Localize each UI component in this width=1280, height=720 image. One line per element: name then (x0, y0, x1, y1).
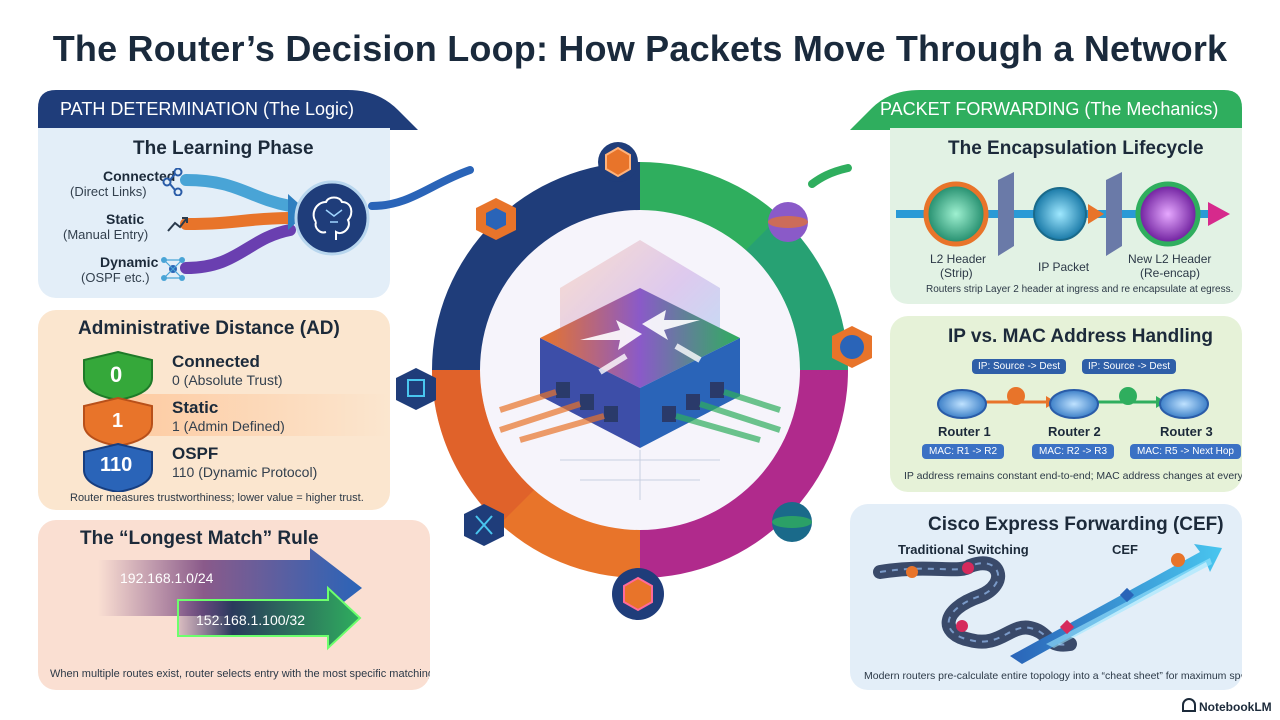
encap-stage-name: New L2 Header (1128, 252, 1212, 266)
router-icon (1159, 389, 1209, 419)
ip-packet-sphere (1033, 187, 1087, 241)
encapsulation-title: The Encapsulation Lifecycle (948, 138, 1204, 159)
administrative-distance-panel: Administrative Distance (AD) 0 1 110 Con… (38, 310, 390, 510)
longest-match-caption: When multiple routes exist, router selec… (50, 668, 430, 680)
ad-shield-icon (83, 396, 153, 446)
router-name: Router 2 (1048, 424, 1101, 439)
learning-phase-title: The Learning Phase (133, 138, 314, 159)
ad-row-name: Static (172, 398, 219, 417)
ad-row-desc: 0 (Absolute Trust) (172, 372, 283, 388)
crossed-arrows-icon (464, 504, 504, 546)
encap-gate (1106, 172, 1122, 256)
ring-segment-magenta (640, 370, 848, 578)
traditional-label: Traditional Switching (898, 542, 1029, 557)
packet-forwarding-title: PACKET FORWARDING (The Mechanics) (880, 99, 1219, 119)
encap-caption: Routers strip Layer 2 header at ingress … (926, 284, 1234, 295)
longest-match-panel: The “Longest Match” Rule 192.168.1.0/24 … (38, 520, 430, 690)
globe-icon (832, 326, 872, 368)
cef-title: Cisco Express Forwarding (CEF) (928, 514, 1224, 535)
trend-arrow-icon (167, 217, 188, 232)
packet-forwarding-header: PACKET FORWARDING (The Mechanics) (850, 90, 1242, 130)
ip-mac-panel: IP vs. MAC Address Handling IP: Source -… (890, 316, 1242, 492)
longest-match-title: The “Longest Match” Rule (80, 528, 319, 549)
ad-value: 0 (110, 362, 123, 387)
notebooklm-logo: NotebookLM (1182, 698, 1272, 714)
ip-tag: IP: Source -> Dest (972, 359, 1066, 374)
ad-caption: Router measures trustworthiness; lower v… (70, 492, 364, 504)
cube-icon (598, 142, 638, 182)
path-determination-title: PATH DETERMINATION (The Logic) (60, 99, 355, 119)
encap-stage-sub: (Strip) (940, 266, 973, 280)
mac-tag: MAC: R5 -> Next Hop (1130, 444, 1241, 459)
sphere-icon (772, 502, 812, 542)
new-l2-header-sphere (1135, 181, 1201, 247)
ad-title: Administrative Distance (AD) (78, 318, 340, 339)
cef-caption: Modern routers pre-calculate entire topo… (864, 670, 1242, 682)
ad-shield-icon (83, 350, 153, 400)
brand-label: NotebookLM (1199, 700, 1272, 714)
decision-loop-ring (396, 142, 872, 620)
encap-stage-sub: (Re-encap) (1140, 266, 1201, 280)
l2-header-sphere (923, 181, 989, 247)
ad-row-name: OSPF (172, 444, 219, 463)
ring-segment-green (640, 162, 848, 370)
router-icon (937, 389, 987, 419)
ip-tag: IP: Source -> Dest (1082, 359, 1176, 374)
cube-icon (612, 568, 664, 620)
ad-shield-icon (83, 442, 153, 492)
learning-item-sub: (Direct Links) (70, 184, 147, 199)
learning-item-name: Dynamic (100, 254, 159, 270)
network-mesh-icon (161, 257, 185, 281)
hexagon-icon (476, 198, 516, 240)
router-chip-icon (499, 240, 781, 500)
network-node-icon (396, 368, 436, 410)
brain-icon (294, 180, 370, 256)
share-nodes-icon (162, 168, 183, 196)
learning-item-name: Connected (103, 168, 176, 184)
encap-stage-name: IP Packet (1038, 260, 1090, 274)
learning-item-sub: (Manual Entry) (63, 227, 149, 242)
strip-gate (998, 172, 1014, 256)
page-title: The Router’s Decision Loop: How Packets … (52, 28, 1228, 69)
route-arrow (177, 585, 362, 651)
encap-stage-name: L2 Header (930, 252, 987, 266)
cef-label: CEF (1112, 542, 1138, 557)
ip-mac-caption: IP address remains constant end-to-end; … (904, 470, 1242, 482)
route-entry: 192.168.1.0/24 (120, 570, 214, 586)
notebooklm-icon (1182, 698, 1196, 712)
learning-phase-panel: The Learning Phase Connected (Direct Lin… (38, 128, 390, 298)
path-determination-header: PATH DETERMINATION (The Logic) (38, 90, 418, 130)
ad-row-desc: 110 (Dynamic Protocol) (172, 464, 318, 480)
router-name: Router 3 (1160, 424, 1213, 439)
ad-row-name: Connected (172, 352, 260, 371)
learning-item-name: Static (106, 211, 145, 227)
sphere-icon (768, 202, 808, 242)
ad-row-desc: 1 (Admin Defined) (172, 418, 285, 434)
ad-value: 110 (100, 454, 133, 476)
route-entry-match: 152.168.1.100/32 (196, 612, 305, 628)
cef-arrow (1010, 544, 1222, 664)
ad-value: 1 (112, 410, 124, 432)
router-name: Router 1 (938, 424, 991, 439)
cef-panel: Cisco Express Forwarding (CEF) Tradition… (850, 504, 1242, 690)
ip-mac-title: IP vs. MAC Address Handling (948, 326, 1213, 347)
learning-item-sub: (OSPF etc.) (81, 270, 150, 285)
router-icon (1049, 389, 1099, 419)
mac-tag: MAC: R1 -> R2 (922, 444, 1005, 459)
ring-segment-navy (432, 162, 640, 370)
encapsulation-panel: The Encapsulation Lifecycle L2 Header (S… (890, 128, 1242, 304)
mac-tag: MAC: R2 -> R3 (1032, 444, 1115, 459)
